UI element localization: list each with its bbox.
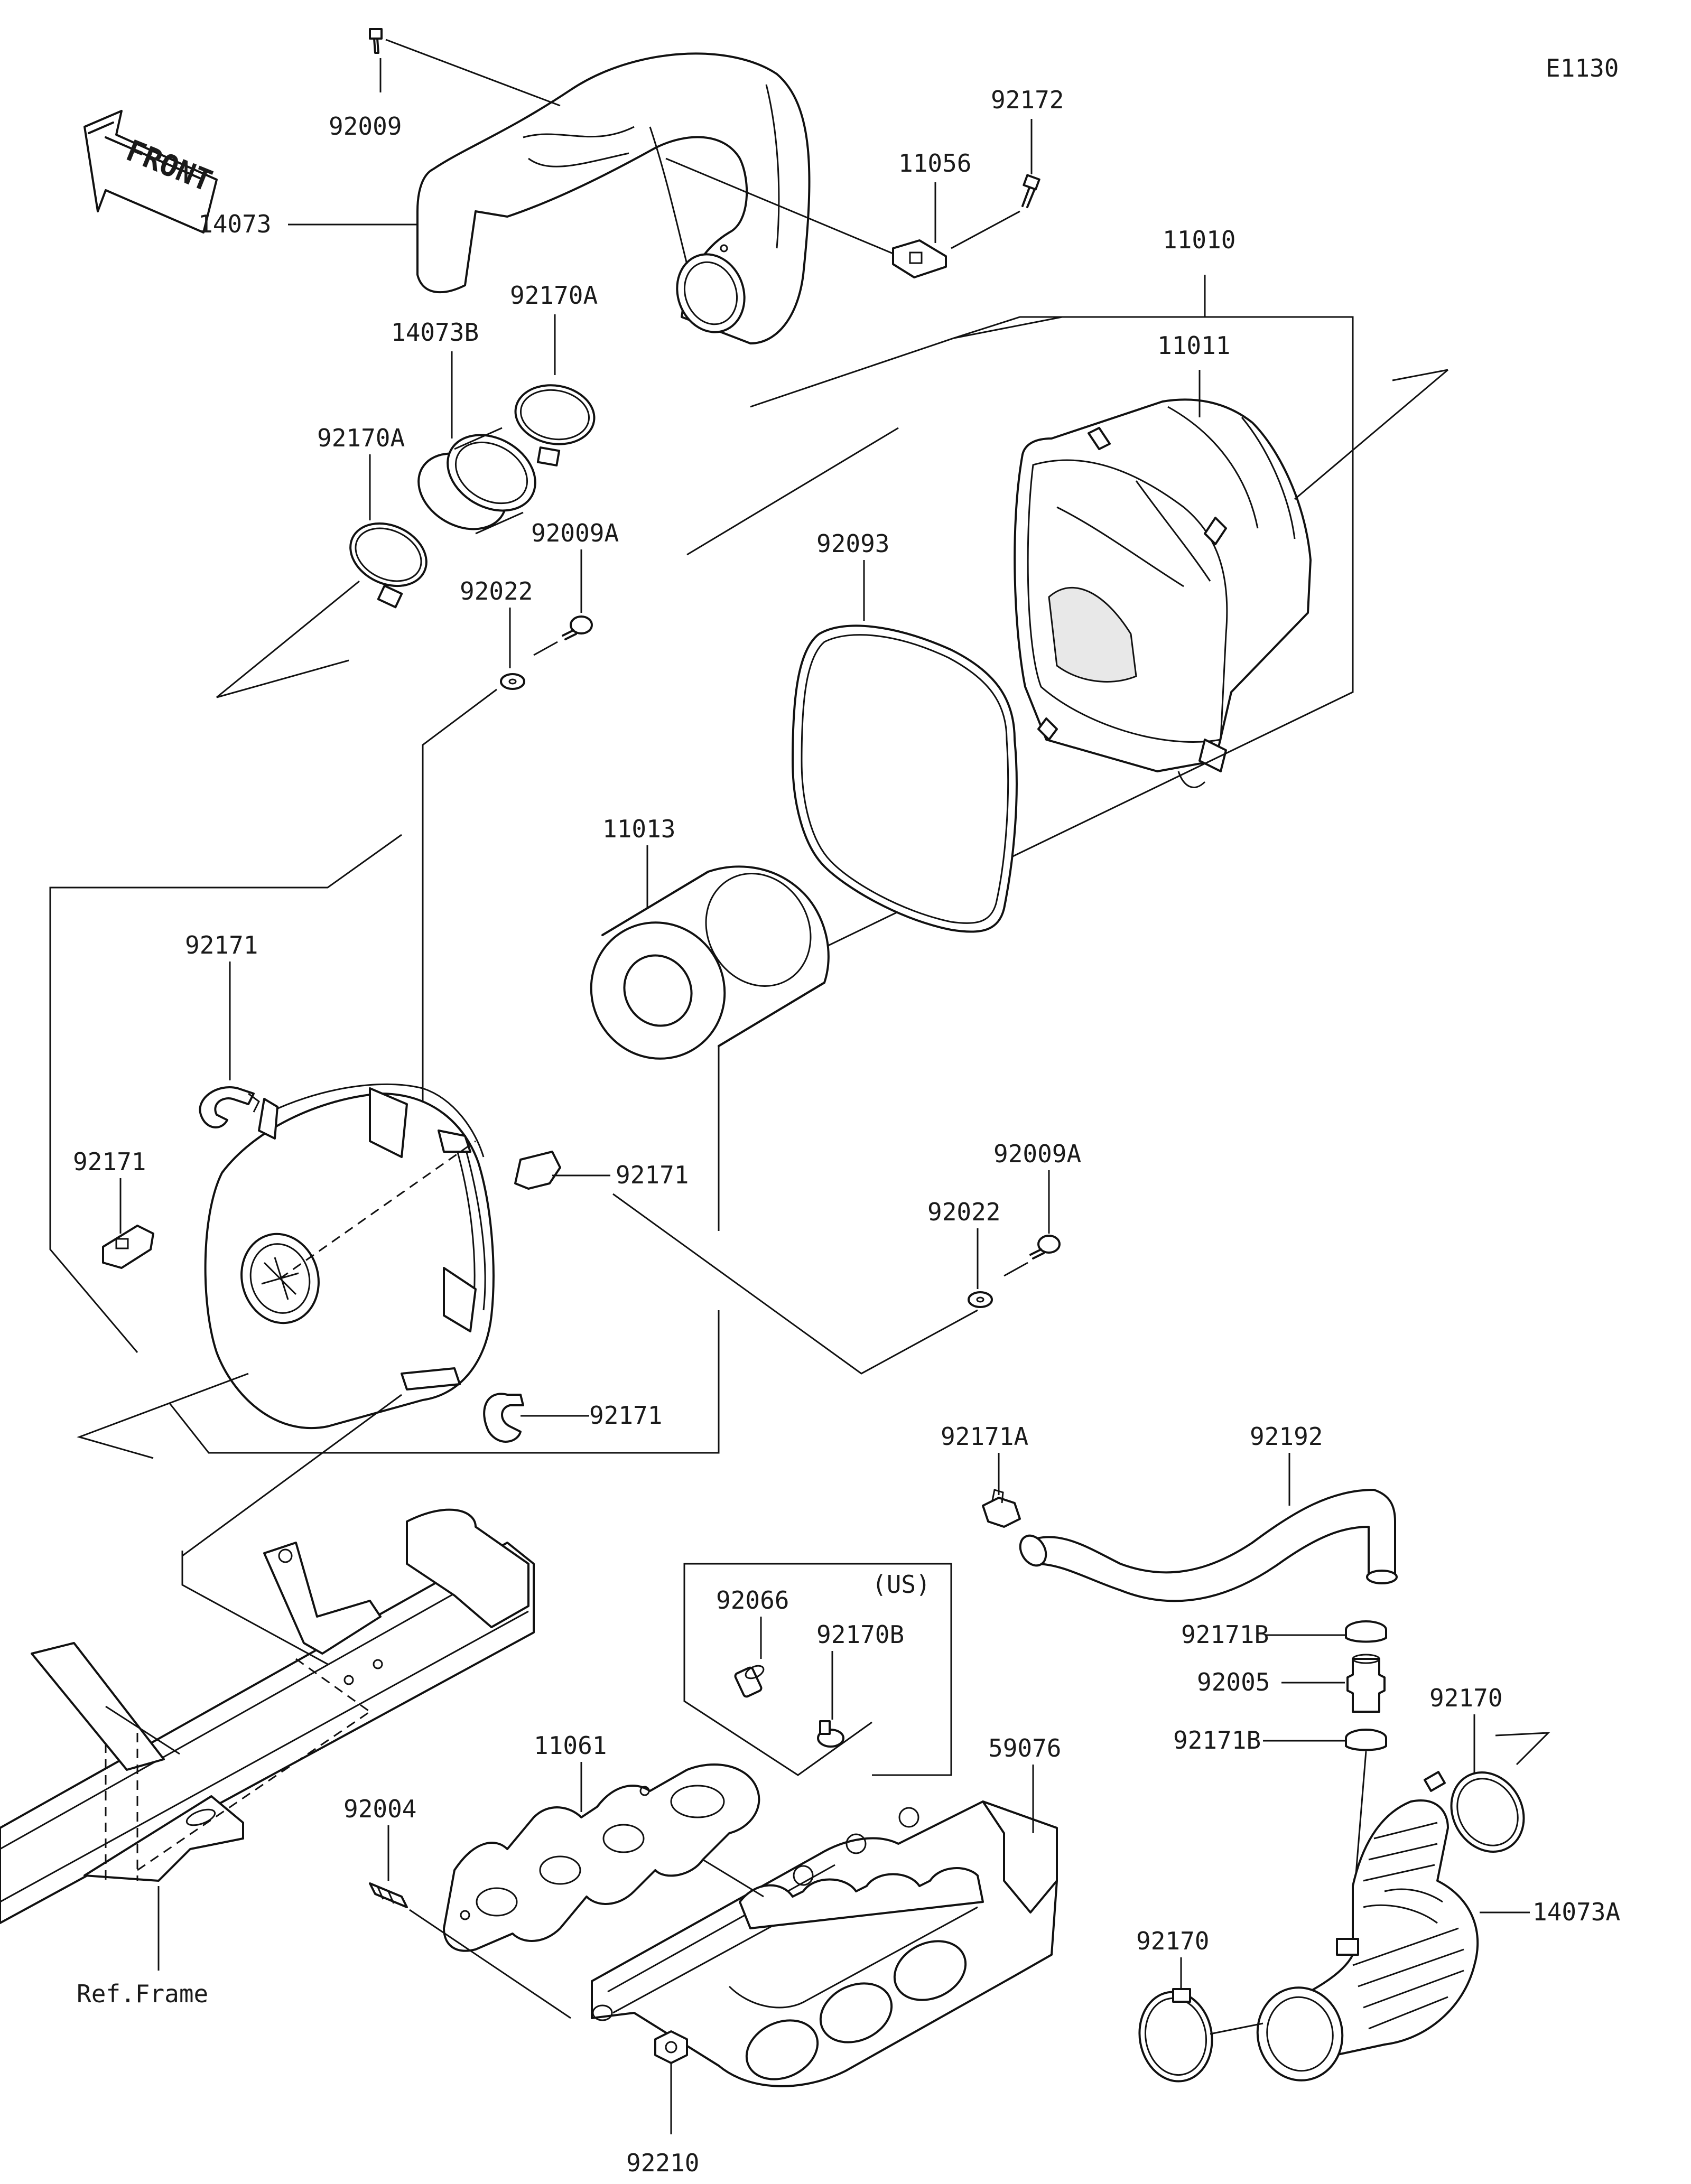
intake-duct-14073 xyxy=(416,52,811,344)
insulator-11061 xyxy=(443,1763,760,1952)
gasket-92093 xyxy=(792,624,1018,933)
intake-duct-14073A xyxy=(1256,1799,1479,2082)
label-92171-c: 92171 xyxy=(616,1161,689,1189)
label-92170B: 92170B xyxy=(816,1620,904,1649)
label-us: (US) xyxy=(872,1570,931,1599)
clip-92171-c xyxy=(514,1151,561,1190)
intake-manifold-59076 xyxy=(591,1800,1058,2087)
stud-92004 xyxy=(369,1882,408,1908)
label-92172: 92172 xyxy=(991,86,1064,114)
bolt-92172 xyxy=(1021,174,1040,208)
label-92009A-upper: 92009A xyxy=(531,519,619,547)
label-92170-upper: 92170 xyxy=(1429,1684,1502,1712)
bracket-11056 xyxy=(892,239,947,278)
label-92022-upper: 92022 xyxy=(460,577,533,605)
label-92171-b: 92171 xyxy=(73,1147,146,1176)
label-92170-lower: 92170 xyxy=(1136,1927,1209,1955)
clamp-92171B-lower xyxy=(1345,1729,1387,1751)
filter-element-11013 xyxy=(590,865,830,1060)
label-92171-a: 92171 xyxy=(185,931,258,959)
washer-92022-upper xyxy=(500,673,525,690)
label-92066: 92066 xyxy=(716,1586,789,1614)
clamp-92170-upper xyxy=(1424,1771,1525,1853)
spacer-92066 xyxy=(734,1665,765,1698)
label-92022-lower: 92022 xyxy=(927,1198,1000,1226)
label-92170A-upper: 92170A xyxy=(510,281,598,310)
screw-92009 xyxy=(369,28,383,54)
label-92093: 92093 xyxy=(816,529,889,558)
air-cleaner-cover xyxy=(204,1083,495,1430)
screw-92009A-lower xyxy=(1029,1235,1061,1259)
clamp-92170B xyxy=(817,1720,844,1748)
diagram-code: E1130 xyxy=(1546,54,1619,82)
joint-92005 xyxy=(1346,1654,1386,1713)
leader-92009 xyxy=(385,39,561,107)
label-14073B: 14073B xyxy=(391,318,479,347)
front-arrow-icon: FRONT xyxy=(83,110,218,234)
label-92005: 92005 xyxy=(1197,1668,1270,1696)
label-92004: 92004 xyxy=(343,1795,416,1823)
label-11011: 11011 xyxy=(1157,331,1230,360)
label-ref-frame: Ref.Frame xyxy=(77,1980,208,2008)
clamp-92170A-lower xyxy=(349,522,428,609)
us-variant-box xyxy=(683,1563,952,1776)
label-14073: 14073 xyxy=(198,210,271,238)
label-59076: 59076 xyxy=(988,1734,1061,1762)
screw-92009A-upper xyxy=(562,615,593,640)
label-11056: 11056 xyxy=(898,149,971,178)
label-11061: 11061 xyxy=(534,1731,607,1760)
air-cleaner-case-11011 xyxy=(1014,398,1312,788)
label-92009: 92009 xyxy=(329,112,402,141)
label-92171A: 92171A xyxy=(941,1422,1028,1451)
label-14073A: 14073A xyxy=(1532,1898,1620,1926)
clamp-92171A xyxy=(982,1489,1021,1528)
label-92210: 92210 xyxy=(626,2149,699,2177)
clamp-92171B-upper xyxy=(1345,1620,1387,1643)
label-92171-d: 92171 xyxy=(589,1401,662,1430)
label-11013: 11013 xyxy=(602,815,675,843)
clip-92171-a xyxy=(199,1086,260,1128)
washer-92022-lower xyxy=(968,1291,993,1308)
label-92009A-lower: 92009A xyxy=(993,1140,1081,1168)
boot-14073B xyxy=(417,427,536,535)
clip-92171-b xyxy=(102,1225,154,1269)
label-11010: 11010 xyxy=(1163,226,1235,254)
label-92171B-upper: 92171B xyxy=(1181,1620,1269,1649)
label-92171B-lower: 92171B xyxy=(1173,1726,1261,1754)
nut-92210 xyxy=(654,2030,688,2064)
label-92192: 92192 xyxy=(1250,1422,1323,1451)
frame-reference xyxy=(0,1508,535,1924)
clamp-92170A-upper xyxy=(514,384,596,466)
clamp-92170-lower xyxy=(1138,1988,1213,2083)
label-92170A-lower: 92170A xyxy=(317,424,405,452)
hose-92192 xyxy=(1019,1489,1398,1602)
clip-92171-d xyxy=(483,1393,524,1443)
